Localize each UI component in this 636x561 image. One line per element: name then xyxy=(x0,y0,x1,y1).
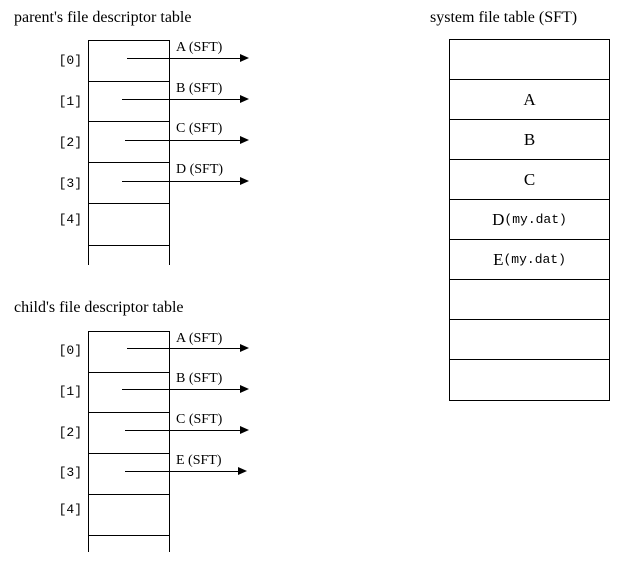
sft-row-5: E(my.dat) xyxy=(450,240,609,280)
parent-table-right-border xyxy=(169,40,170,265)
parent-index-1: [1] xyxy=(58,94,82,109)
sft-row-0 xyxy=(450,40,609,80)
parent-pointer-label-2: C (SFT) xyxy=(176,121,223,136)
parent-row-sep-3 xyxy=(88,162,170,163)
child-row-sep-0 xyxy=(88,331,170,332)
child-row-sep-2 xyxy=(88,412,170,413)
child-pointer-arrow-1 xyxy=(170,389,242,390)
sft-row-2-main: B xyxy=(523,129,536,149)
child-pointer-arrowhead-3 xyxy=(238,467,247,475)
parent-pointer-arrow-3 xyxy=(170,181,242,182)
parent-pointer-arrowhead-0 xyxy=(240,54,249,62)
sft-row-3: C xyxy=(450,160,609,200)
sft-row-5-detail: (my.dat) xyxy=(503,252,566,267)
parent-table-left-border xyxy=(88,40,89,265)
sft-row-2: B xyxy=(450,120,609,160)
child-pointer-arrow-3 xyxy=(170,471,240,472)
parent-pointer-arrow-0 xyxy=(170,58,242,59)
sft-row-1-main: A xyxy=(523,89,536,109)
parent-table-title: parent's file descriptor table xyxy=(14,9,192,26)
parent-pointer-stub-3 xyxy=(122,181,170,182)
parent-row-sep-5 xyxy=(88,245,170,246)
child-pointer-label-0: A (SFT) xyxy=(176,331,223,346)
child-row-sep-1 xyxy=(88,372,170,373)
child-pointer-arrowhead-0 xyxy=(240,344,249,352)
child-pointer-arrowhead-1 xyxy=(240,385,249,393)
child-index-0: [0] xyxy=(58,343,82,358)
child-pointer-label-1: B (SFT) xyxy=(176,371,223,386)
parent-pointer-arrowhead-1 xyxy=(240,95,249,103)
system-file-table-title: system file table (SFT) xyxy=(430,9,578,26)
sft-row-6 xyxy=(450,280,609,320)
parent-pointer-stub-1 xyxy=(122,99,170,100)
sft-row-3-main: C xyxy=(523,169,536,189)
sft-row-4-detail: (my.dat) xyxy=(504,212,567,227)
parent-pointer-arrowhead-3 xyxy=(240,177,249,185)
child-pointer-arrow-0 xyxy=(170,348,242,349)
parent-pointer-arrow-1 xyxy=(170,99,242,100)
parent-row-sep-4 xyxy=(88,203,170,204)
sft-row-8 xyxy=(450,360,609,402)
sft-row-5-main: E xyxy=(493,249,504,269)
child-index-2: [2] xyxy=(58,425,82,440)
child-pointer-arrowhead-2 xyxy=(240,426,249,434)
parent-index-0: [0] xyxy=(58,53,82,68)
parent-pointer-stub-0 xyxy=(127,58,170,59)
parent-pointer-label-3: D (SFT) xyxy=(176,162,224,177)
child-index-1: [1] xyxy=(58,384,82,399)
parent-index-3: [3] xyxy=(58,176,82,191)
parent-pointer-arrowhead-2 xyxy=(240,136,249,144)
child-pointer-stub-0 xyxy=(127,348,170,349)
child-row-sep-5 xyxy=(88,535,170,536)
parent-row-sep-2 xyxy=(88,121,170,122)
parent-pointer-label-1: B (SFT) xyxy=(176,81,223,96)
child-pointer-label-3: E (SFT) xyxy=(176,453,222,468)
parent-row-sep-1 xyxy=(88,81,170,82)
child-row-sep-4 xyxy=(88,494,170,495)
child-table-left-border xyxy=(88,331,89,552)
sft-row-7 xyxy=(450,320,609,360)
child-index-4: [4] xyxy=(58,502,82,517)
sft-row-4-main: D xyxy=(492,209,505,229)
parent-row-sep-0 xyxy=(88,40,170,41)
sft-row-4: D(my.dat) xyxy=(450,200,609,240)
child-index-3: [3] xyxy=(58,465,82,480)
parent-pointer-arrow-2 xyxy=(170,140,242,141)
child-pointer-arrow-2 xyxy=(170,430,242,431)
parent-pointer-label-0: A (SFT) xyxy=(176,40,223,55)
child-row-sep-3 xyxy=(88,453,170,454)
child-pointer-stub-3 xyxy=(125,471,170,472)
child-pointer-stub-2 xyxy=(125,430,170,431)
sft-row-1: A xyxy=(450,80,609,120)
child-table-right-border xyxy=(169,331,170,552)
child-pointer-label-2: C (SFT) xyxy=(176,412,223,427)
parent-index-2: [2] xyxy=(58,135,82,150)
child-pointer-stub-1 xyxy=(122,389,170,390)
parent-pointer-stub-2 xyxy=(125,140,170,141)
system-file-table: A B C D(my.dat) E(my.dat) xyxy=(449,39,610,401)
parent-index-4: [4] xyxy=(58,212,82,227)
child-table-title: child's file descriptor table xyxy=(14,299,184,316)
